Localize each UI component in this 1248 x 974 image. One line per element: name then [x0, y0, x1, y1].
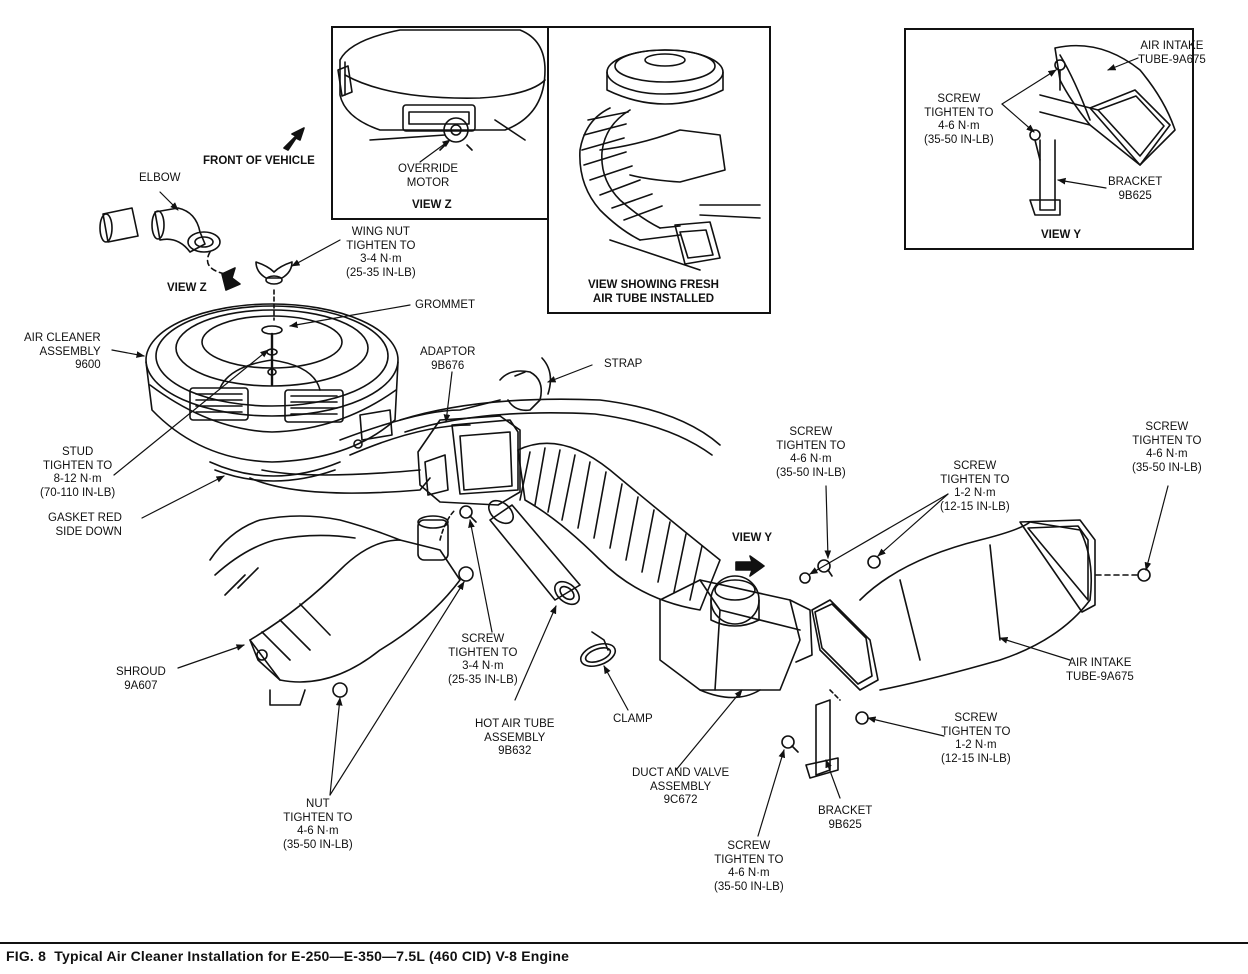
- view-z-marker-label: VIEW Z: [167, 282, 207, 294]
- view-y-screw-label: SCREW TIGHTEN TO 4-6 N·m (35-50 IN-LB): [924, 93, 994, 146]
- override-motor-label: OVERRIDE MOTOR: [398, 163, 459, 189]
- adaptor-part: [417, 415, 521, 506]
- hot-air-tube-part: [488, 499, 581, 606]
- air-intake-main-label: AIR INTAKE TUBE-9A675: [1066, 657, 1134, 683]
- air-cleaner-label: AIR CLEANER ASSEMBLY 9600: [24, 332, 101, 371]
- view-z-inset: [331, 26, 549, 220]
- wing-nut-label: WING NUT TIGHTEN TO 3-4 N·m (25-35 IN-LB…: [346, 226, 416, 279]
- bracket-main-label: BRACKET 9B625: [818, 805, 873, 831]
- view-y-marker-label: VIEW Y: [732, 532, 773, 544]
- front-of-vehicle-label: FRONT OF VEHICLE: [203, 155, 315, 167]
- screw-bottom-label: SCREW TIGHTEN TO 4-6 N·m (35-50 IN-LB): [714, 840, 784, 893]
- wing-nut-part: [255, 261, 293, 285]
- screw-mid-top-label: SCREW TIGHTEN TO 4-6 N·m (35-50 IN-LB): [776, 426, 846, 479]
- gasket-label: GASKET RED SIDE DOWN: [48, 512, 122, 538]
- screw-adaptor-label: SCREW TIGHTEN TO 3-4 N·m (25-35 IN-LB): [448, 633, 518, 686]
- view-y-inset-title: VIEW Y: [1041, 229, 1082, 241]
- shroud-part: [209, 515, 461, 706]
- fresh-air-inset-drawing: [579, 49, 761, 271]
- adaptor-label: ADAPTOR 9B676: [420, 346, 476, 372]
- hot-air-tube-label: HOT AIR TUBE ASSEMBLY 9B632: [475, 718, 555, 757]
- screw-right-mid-label: SCREW TIGHTEN TO 1-2 N·m (12-15 IN-LB): [940, 460, 1010, 513]
- duct-valve-part: [659, 575, 813, 699]
- figure-caption: FIG. 8 Typical Air Cleaner Installation …: [6, 948, 570, 964]
- view-z-inset-drawing: [337, 29, 546, 151]
- fresh-air-inset-title: VIEW SHOWING FRESH AIR TUBE INSTALLED: [588, 279, 719, 305]
- duct-valve-label: DUCT AND VALVE ASSEMBLY 9C672: [632, 767, 730, 806]
- view-z-inset-title: VIEW Z: [412, 199, 452, 211]
- nut-label: NUT TIGHTEN TO 4-6 N·m (35-50 IN-LB): [283, 798, 353, 851]
- fasteners: [256, 439, 1151, 753]
- fresh-air-inset: [547, 26, 771, 314]
- view-y-inset: [904, 28, 1194, 250]
- view-y-air-intake-label: AIR INTAKE TUBE-9A675: [1138, 40, 1206, 66]
- elbow-part: [99, 207, 221, 253]
- stud-label: STUD TIGHTEN TO 8-12 N·m (70-110 IN-LB): [40, 446, 116, 499]
- grommet-label: GROMMET: [415, 299, 476, 311]
- air-intake-tube-part: [811, 519, 1096, 691]
- caption-rule: [0, 942, 1248, 944]
- flex-duct-part: [517, 442, 721, 611]
- strap-label: STRAP: [604, 358, 643, 370]
- shroud-label: SHROUD 9A607: [116, 666, 166, 692]
- screw-far-right-label: SCREW TIGHTEN TO 4-6 N·m (35-50 IN-LB): [1132, 421, 1202, 474]
- view-y-inset-drawing: [1029, 44, 1176, 216]
- clamp-label: CLAMP: [613, 713, 653, 725]
- air-cleaner-part: [145, 303, 399, 482]
- screw-lower-right-label: SCREW TIGHTEN TO 1-2 N·m (12-15 IN-LB): [941, 712, 1011, 765]
- elbow-label: ELBOW: [139, 172, 181, 184]
- leader-lines: [111, 57, 1169, 837]
- view-y-bracket-label: BRACKET 9B625: [1108, 176, 1163, 202]
